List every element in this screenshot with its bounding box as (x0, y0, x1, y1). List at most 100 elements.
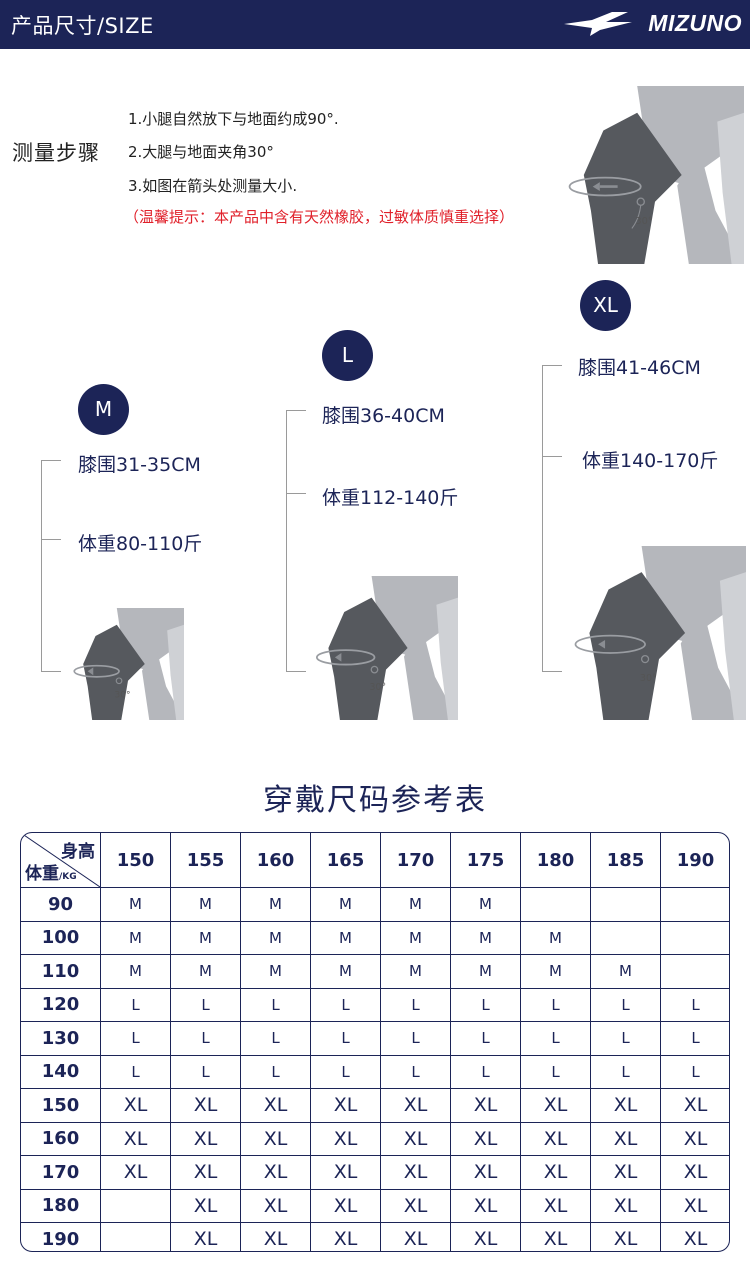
table-size-cell: XL (311, 1189, 381, 1223)
table-row-weight: 150 (21, 1089, 101, 1123)
allergy-warning: （温馨提示：本产品中含有天然橡胶，过敏体质慎重选择） (124, 208, 515, 226)
table-size-cell: XL (451, 1089, 521, 1123)
table-size-cell: XL (311, 1156, 381, 1190)
table-size-cell: L (381, 988, 451, 1022)
size-bracket (41, 460, 42, 672)
table-size-cell: XL (241, 1089, 311, 1123)
page-title: 产品尺寸/SIZE (11, 14, 154, 38)
table-size-cell: XL (591, 1189, 661, 1223)
table-size-cell: XL (451, 1156, 521, 1190)
table-header-height: 175 (451, 833, 521, 888)
table-size-cell: L (451, 1055, 521, 1089)
table-size-cell: L (101, 1022, 171, 1056)
table-size-cell (101, 1189, 171, 1223)
table-size-cell: XL (101, 1122, 171, 1156)
table-size-cell (661, 922, 729, 955)
svg-text:30°: 30° (640, 673, 657, 684)
table-size-cell: XL (451, 1189, 521, 1223)
table-size-cell: XL (241, 1156, 311, 1190)
table-size-cell: XL (661, 1223, 729, 1251)
table-size-cell: M (521, 955, 591, 989)
knee-measure-illustration: 30° (73, 608, 184, 720)
bracket-tick (542, 365, 562, 366)
table-size-cell (591, 888, 661, 922)
svg-text:30°: 30° (115, 691, 131, 701)
table-size-cell: M (381, 921, 451, 955)
table-row-weight: 100 (21, 921, 101, 955)
size-badge-m: M (78, 384, 129, 435)
table-size-cell: XL (381, 1122, 451, 1156)
table-size-cell: M (311, 921, 381, 955)
size-l-knee: 膝围36-40CM (322, 405, 445, 427)
knee-measure-illustration: 30° (315, 576, 458, 720)
table-size-cell: XL (661, 1190, 729, 1223)
svg-text:30°: 30° (635, 216, 652, 227)
table-size-cell: L (591, 1022, 661, 1056)
bracket-tick (542, 456, 562, 457)
runbird-logo-icon (564, 12, 632, 36)
table-size-cell: XL (311, 1122, 381, 1156)
table-size-cell: XL (451, 1122, 521, 1156)
table-size-cell: M (101, 955, 171, 989)
table-header-height: 155 (171, 833, 241, 888)
table-size-cell: XL (311, 1089, 381, 1123)
bracket-tick (286, 493, 306, 494)
table-size-cell: M (591, 955, 661, 989)
table-size-cell: XL (101, 1156, 171, 1190)
table-size-cell: M (241, 888, 311, 922)
knee-measure-illustration: 30° (574, 546, 746, 720)
bracket-tick (41, 539, 61, 540)
table-row-weight: 180 (21, 1189, 101, 1223)
table-size-cell: M (171, 888, 241, 922)
table-size-cell: L (591, 988, 661, 1022)
measure-step: 3.如图在箭头处测量大小. (128, 177, 298, 195)
corner-height-label: 身高 (61, 842, 95, 862)
size-badge-l: L (322, 330, 373, 381)
table-size-cell: L (451, 1022, 521, 1056)
size-m-knee: 膝围31-35CM (78, 454, 201, 476)
table-header-height: 190 (661, 833, 729, 888)
table-size-cell: XL (661, 1156, 729, 1190)
table-size-cell: L (661, 1056, 729, 1089)
table-size-cell: L (101, 1055, 171, 1089)
table-size-cell: XL (381, 1189, 451, 1223)
bracket-tick (41, 460, 61, 461)
table-size-cell: M (101, 888, 171, 922)
table-size-cell (101, 1223, 171, 1251)
table-size-cell: M (311, 888, 381, 922)
table-size-cell: M (241, 921, 311, 955)
size-xl-weight: 体重140-170斤 (582, 450, 719, 472)
table-size-cell: M (451, 921, 521, 955)
table-size-cell: L (381, 1055, 451, 1089)
bracket-tick (286, 671, 306, 672)
table-size-cell: XL (171, 1156, 241, 1190)
table-size-cell: XL (241, 1122, 311, 1156)
table-size-cell: M (171, 921, 241, 955)
table-size-cell: XL (521, 1189, 591, 1223)
table-size-cell: XL (521, 1089, 591, 1123)
table-row-weight: 190 (21, 1223, 101, 1251)
table-row-weight: 130 (21, 1022, 101, 1056)
table-row-weight: 170 (21, 1156, 101, 1190)
table-size-cell: XL (661, 1123, 729, 1156)
table-row-weight: 140 (21, 1055, 101, 1089)
table-size-cell: M (241, 955, 311, 989)
table-size-cell: XL (591, 1223, 661, 1251)
table-size-cell: L (521, 1022, 591, 1056)
table-size-cell (591, 921, 661, 955)
table-size-cell (661, 955, 729, 989)
table-size-cell: XL (381, 1156, 451, 1190)
measure-step: 2.大腿与地面夹角30° (128, 143, 274, 161)
table-size-cell: XL (311, 1223, 381, 1251)
table-corner-cell: 身高 体重/KG (21, 833, 101, 888)
brand-name: MIZUNO (648, 10, 742, 36)
table-size-cell: L (241, 988, 311, 1022)
table-size-cell: L (591, 1055, 661, 1089)
size-badge-xl: XL (580, 280, 631, 331)
table-size-cell: XL (171, 1122, 241, 1156)
table-size-cell: XL (521, 1156, 591, 1190)
table-size-cell: XL (591, 1089, 661, 1123)
table-size-cell: M (451, 888, 521, 922)
table-size-cell: XL (241, 1189, 311, 1223)
